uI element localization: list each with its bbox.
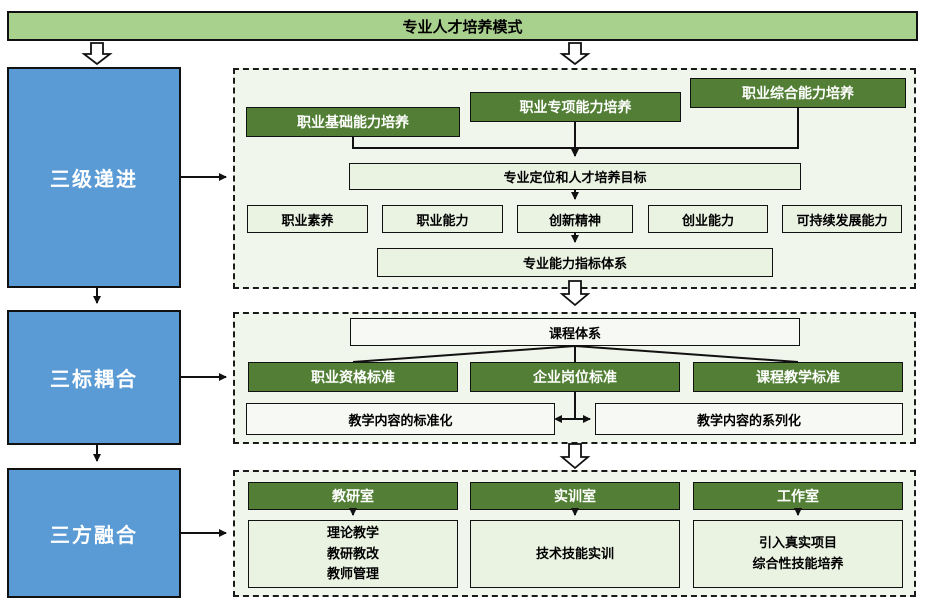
node-post-standard: 企业岗位标准 [470,362,680,392]
stage-box-level: 三级递进 [7,67,181,288]
node-skill-training: 技术技能实训 [470,520,680,588]
node-teaching-research-room: 教研室 [248,482,458,510]
node-innovation-spirit: 创新精神 [517,205,633,233]
node-sustainable-ability: 可持续发展能力 [782,205,902,233]
node-training-room: 实训室 [470,482,680,510]
node-curriculum-system: 课程体系 [350,318,800,346]
node-basic-ability: 职业基础能力培养 [246,107,460,137]
node-content-standardization: 教学内容的标准化 [246,403,555,435]
node-positioning-goal: 专业定位和人才培养目标 [349,163,801,190]
node-special-ability: 职业专项能力培养 [470,92,681,122]
node-real-projects: 引入真实项目 综合性技能培养 [693,520,903,588]
node-vocational-quality: 职业素养 [247,205,368,233]
banner-title: 专业人才培养模式 [7,11,918,41]
block-arrow-down-icon [81,42,113,66]
block-arrow-down-icon [559,42,591,66]
node-comprehensive-ability: 职业综合能力培养 [690,78,906,108]
node-content-serialization: 教学内容的系列化 [595,403,903,435]
node-qualification-standard: 职业资格标准 [248,362,458,392]
node-studio: 工作室 [693,482,903,510]
stage-box-standard: 三标耦合 [7,310,181,445]
node-theory-teaching: 理论教学 教研教改 教师管理 [248,520,458,588]
block-arrow-down-icon [559,443,591,470]
node-ability-index-system: 专业能力指标体系 [377,248,773,277]
node-vocational-ability: 职业能力 [382,205,503,233]
stage-box-party: 三方融合 [7,468,181,598]
node-teaching-standard: 课程教学标准 [693,362,903,392]
node-entrepreneur-ability: 创业能力 [648,205,768,233]
